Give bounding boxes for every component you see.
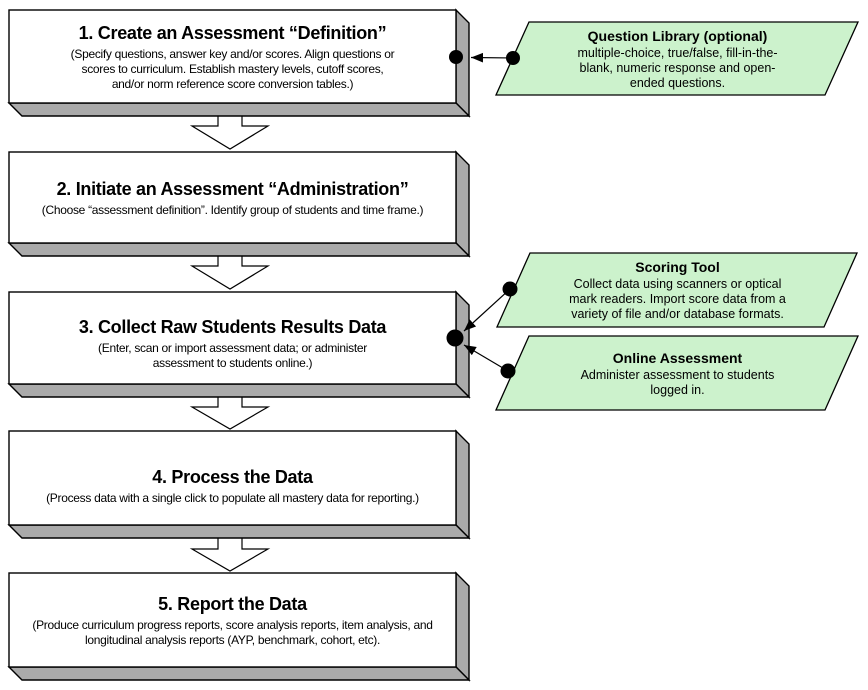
callout-online-assessment-title: Online Assessment bbox=[612, 349, 743, 366]
step-2-title: 2. Initiate an Assessment “Administratio… bbox=[56, 178, 409, 199]
callout-scoring-tool-title: Scoring Tool bbox=[635, 259, 720, 275]
step-4-description: (Process data with a single click to pop… bbox=[46, 491, 419, 505]
step-2-box: 2. Initiate an Assessment “Administratio… bbox=[9, 152, 456, 243]
step-4-title: 4. Process the Data bbox=[152, 467, 313, 487]
step-4-box: 4. Process the Data (Process data with a… bbox=[9, 431, 456, 533]
step-3-shape bbox=[7, 290, 471, 399]
step-3-title: 3. Collect Raw Students Results Data bbox=[78, 316, 387, 337]
step-4-shape bbox=[7, 429, 471, 540]
connector-scoring-tool-line bbox=[463, 288, 511, 332]
connector-question-library-line bbox=[470, 52, 514, 63]
step-1-title: 1. Create an Assessment “Definition” bbox=[78, 22, 387, 43]
connector-dot-box3 bbox=[446, 329, 464, 347]
step-1-box: 1. Create an Assessment “Definition” (Sp… bbox=[9, 10, 456, 103]
callout-question-library-title: Question Library (optional) bbox=[587, 27, 768, 44]
step-2-shape bbox=[7, 150, 471, 258]
callout-online-assessment-shape bbox=[494, 335, 860, 411]
step-5-description: (Produce curriculum progress reports, sc… bbox=[32, 617, 433, 647]
callout-online-assessment-description: Administer assessment to students logged… bbox=[580, 367, 775, 397]
callout-question-library: Question Library (optional) multiple-cho… bbox=[510, 22, 845, 95]
connector-online-assessment-line bbox=[463, 344, 509, 372]
step-1-shape bbox=[7, 8, 471, 118]
callout-question-library-shape bbox=[494, 21, 860, 96]
callout-scoring-tool: Scoring Tool Collect data using scanners… bbox=[510, 253, 845, 327]
step-1-description: (Specify questions, answer key and/or sc… bbox=[70, 46, 395, 91]
callout-scoring-tool-shape bbox=[495, 252, 859, 328]
step-5-box: 5. Report the Data (Produce curriculum p… bbox=[9, 573, 456, 667]
connector-dot-online-assessment bbox=[500, 363, 516, 379]
step-5-shape bbox=[7, 571, 471, 682]
step-2-description: (Choose “assessment definition”. Identif… bbox=[41, 202, 424, 217]
step-3-description: (Enter, scan or import assessment data; … bbox=[98, 340, 367, 370]
callout-online-assessment: Online Assessment Administer assessment … bbox=[510, 336, 845, 410]
step-5-title: 5. Report the Data bbox=[158, 593, 307, 614]
callout-question-library-description: multiple-choice, true/false, fill-in-the… bbox=[577, 45, 778, 90]
connector-dot-scoring-tool bbox=[502, 281, 518, 297]
step-3-box: 3. Collect Raw Students Results Data (En… bbox=[9, 292, 456, 389]
connector-dot-box1 bbox=[449, 50, 463, 64]
connector-dot-question-library bbox=[506, 51, 520, 65]
callout-scoring-tool-description: Collect data using scanners or optical m… bbox=[569, 277, 786, 321]
